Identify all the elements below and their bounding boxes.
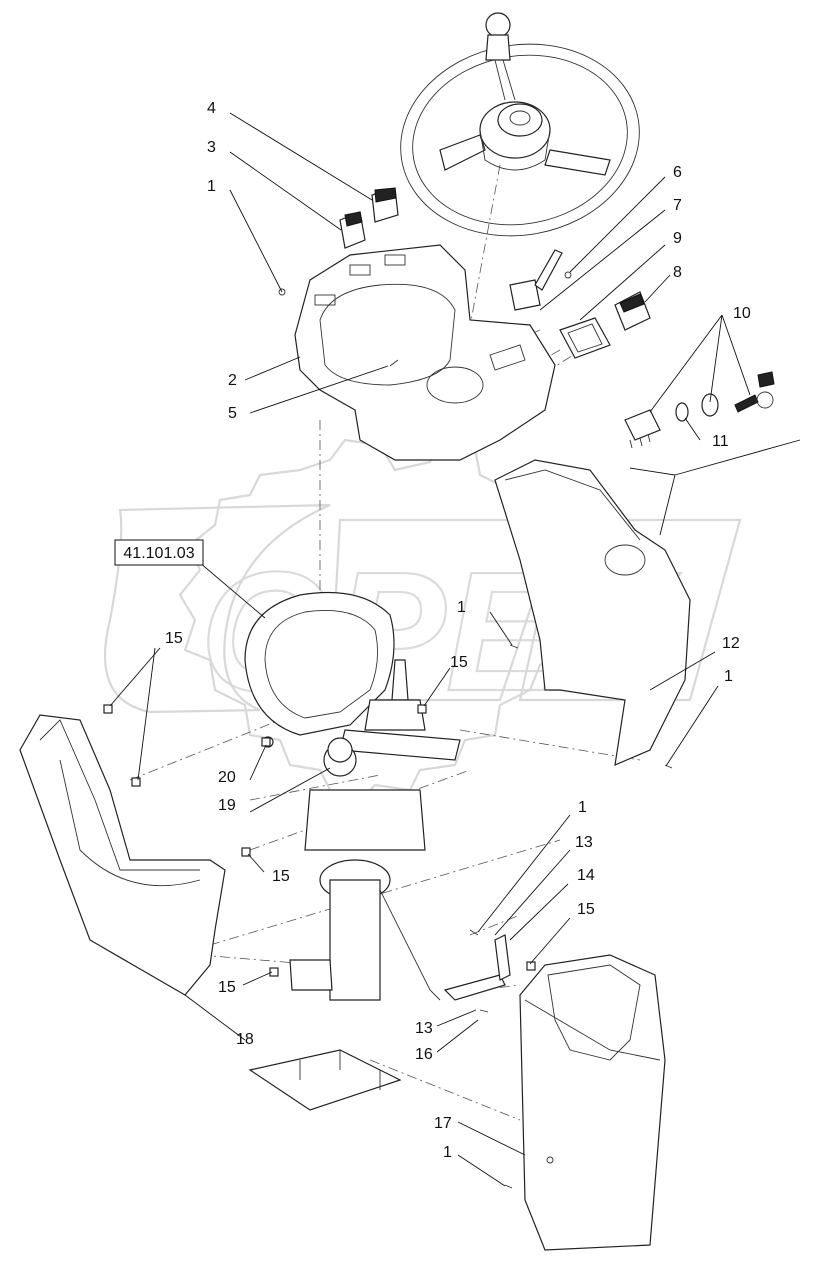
bracket-14 xyxy=(443,934,511,1001)
callout-9-label: 9 xyxy=(673,230,682,247)
rocker-switch-8 xyxy=(614,291,651,331)
callout-12-label: 12 xyxy=(722,635,740,652)
small-hardware xyxy=(103,359,673,1189)
dashboard-cover xyxy=(278,244,556,461)
multi-function-lever xyxy=(509,249,572,311)
callout-14-label: 14 xyxy=(577,867,595,884)
rocker-switch-4 xyxy=(371,187,399,223)
callout-5-label: 5 xyxy=(228,405,237,422)
callout-1-label: 1 xyxy=(207,178,216,195)
leader-lines xyxy=(109,112,801,1187)
callout-15e-label: 15 xyxy=(577,901,595,918)
callout-16-label: 16 xyxy=(415,1046,433,1063)
callout-15b-label: 15 xyxy=(450,654,468,671)
control-panel-9 xyxy=(559,317,611,359)
callout-17-label: 17 xyxy=(434,1115,452,1132)
reference-box-41-101-03: 41.101.03 xyxy=(114,539,204,566)
callout-labels: 1 2 3 4 5 6 7 8 9 10 11 1 12 1 15 15 20 … xyxy=(165,100,751,1161)
rocker-switch-3 xyxy=(339,211,366,249)
callout-7-label: 7 xyxy=(673,197,682,214)
callout-1c-label: 1 xyxy=(724,668,733,685)
callout-13a-label: 13 xyxy=(575,834,593,851)
callout-19-label: 19 xyxy=(218,797,236,814)
right-side-cover xyxy=(494,459,691,766)
steering-wheel xyxy=(400,12,640,237)
callout-3-label: 3 xyxy=(207,139,216,156)
ignition-switch xyxy=(624,371,775,449)
callout-4-label: 4 xyxy=(207,100,216,117)
callout-15d-label: 15 xyxy=(218,979,236,996)
callout-20-label: 20 xyxy=(218,769,236,786)
callout-11-label: 11 xyxy=(712,433,729,450)
callout-13b-label: 13 xyxy=(415,1020,433,1037)
pedestal-cover xyxy=(519,954,666,1251)
lower-left-cover xyxy=(19,714,226,996)
callout-10-label: 10 xyxy=(733,305,751,322)
callout-6-label: 6 xyxy=(673,164,682,181)
callout-8-label: 8 xyxy=(673,264,682,281)
callout-18-label: 18 xyxy=(236,1031,254,1048)
callout-1b-label: 1 xyxy=(457,599,466,616)
callout-15a-label: 15 xyxy=(165,630,183,647)
callout-1d-label: 1 xyxy=(578,799,587,816)
callout-2-label: 2 xyxy=(228,372,237,389)
steering-column xyxy=(248,659,461,1111)
callout-1e-label: 1 xyxy=(443,1144,452,1161)
instrument-frame xyxy=(244,591,395,736)
callout-15c-label: 15 xyxy=(272,868,290,885)
reference-box-label: 41.101.03 xyxy=(123,545,194,562)
